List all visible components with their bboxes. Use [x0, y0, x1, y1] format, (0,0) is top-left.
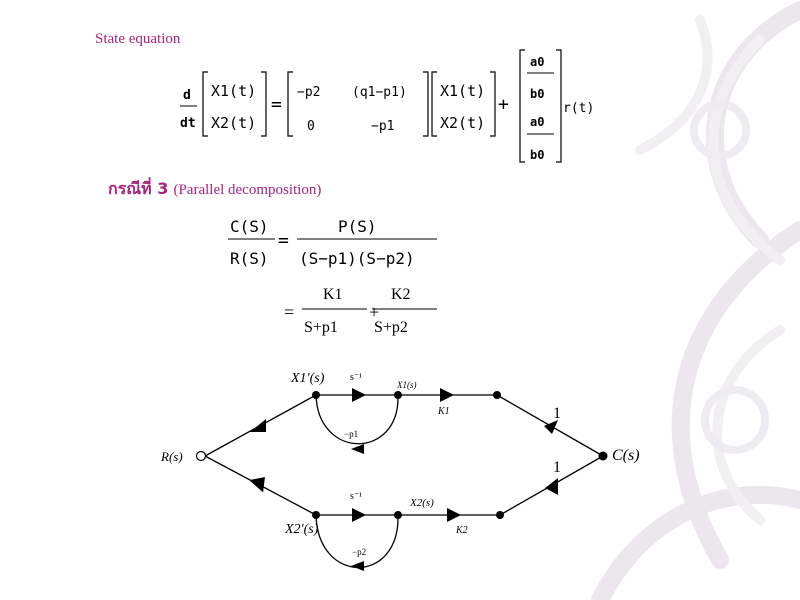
matrix-a12: (q1−p1) [352, 85, 407, 100]
input-node [195, 450, 207, 462]
node-lower-gain-out [496, 511, 504, 519]
arrow-lower-integrator [352, 508, 366, 522]
lower-feedback-loop [315, 514, 399, 568]
arrow-upper-integrator [352, 388, 366, 402]
node-x2-derivative [312, 511, 320, 519]
case-3-subtitle: (Parallel decomposition) [173, 182, 322, 198]
tf-lhs-denominator: R(S) [230, 249, 269, 268]
node-x2 [394, 511, 402, 519]
matrix-a11: −p2 [297, 85, 320, 100]
node-upper-gain-out [493, 391, 501, 399]
matrix-a21: 0 [307, 119, 315, 134]
case-3-thai-label: กรณีที่ 3 [108, 179, 169, 198]
matrix-a-left-bracket [287, 71, 293, 137]
state-equation-title: State equation [95, 31, 181, 47]
arrow-lower-feedback [351, 561, 364, 571]
label-upper-integrator: s⁻¹ [350, 372, 362, 383]
matrix-b4: b0 [530, 148, 544, 162]
matrix-b3: a0 [530, 115, 544, 129]
node-x1-derivative [312, 391, 320, 399]
tf-k2-denominator: S+p2 [374, 319, 408, 336]
label-lower-state: X2(s) [409, 497, 434, 509]
output-node [598, 451, 608, 461]
state-vector2-left-bracket [431, 71, 437, 137]
label-upper-feedback: −p1 [344, 429, 358, 439]
matrix-b-right-bracket [556, 49, 562, 163]
matrix-a-right-bracket [423, 71, 429, 137]
state-x2: X2(t) [211, 114, 256, 132]
arrow-upper-feedback [351, 444, 364, 454]
label-lower-integrator: s⁻¹ [350, 491, 362, 502]
label-upper-output-gain: 1 [553, 405, 561, 422]
input-r-t: r(t) [563, 101, 594, 116]
matrix-b2: b0 [530, 87, 544, 101]
upper-feedback-loop [315, 394, 399, 445]
tf-plus: + [369, 302, 379, 322]
tf-rhs-numerator: P(S) [338, 217, 377, 236]
label-lower-output-gain: 1 [553, 459, 561, 476]
derivative-d: d [183, 88, 191, 103]
case-3-heading: กรณีที่ 3 (Parallel decomposition) [108, 177, 321, 202]
tf-lhs-numerator: C(S) [230, 217, 269, 236]
label-upper-state-derivative: X1′(s) [290, 371, 325, 386]
matrix-b-left-bracket [519, 49, 525, 163]
matrix-b1: a0 [530, 55, 544, 69]
arrow-lower-output [545, 478, 558, 495]
state-vector-left-bracket [202, 71, 208, 137]
arrow-input-upper [250, 419, 266, 432]
arrow-upper-output [544, 420, 558, 434]
equals-sign: = [271, 94, 282, 115]
label-input-node: R(s) [160, 449, 183, 464]
label-lower-state-derivative: X2′(s) [284, 522, 319, 537]
arrow-lower-gain [447, 508, 461, 522]
label-lower-gain: K2 [455, 525, 468, 536]
tf-equals-1: = [278, 230, 289, 251]
node-x1 [394, 391, 402, 399]
label-output-node: C(s) [612, 447, 640, 464]
state-vector2-right-bracket [490, 71, 496, 137]
tf-rhs-denominator: (S−p1)(S−p2) [299, 249, 415, 268]
state-vector-right-bracket [261, 71, 267, 137]
state2-x2: X2(t) [440, 114, 485, 132]
state-x1: X1(t) [211, 82, 256, 100]
tf-k2: K2 [391, 286, 411, 303]
arrow-input-lower [249, 476, 265, 493]
label-lower-feedback: −p2 [352, 547, 366, 557]
label-upper-gain: K1 [437, 406, 450, 417]
tf-k1: K1 [323, 286, 343, 303]
state2-x1: X1(t) [440, 82, 485, 100]
matrix-a22: −p1 [371, 119, 394, 134]
tf-k1-denominator: S+p1 [304, 319, 338, 336]
plus-sign: + [498, 94, 509, 115]
arrow-upper-gain [440, 388, 454, 402]
derivative-dt: dt [180, 116, 196, 131]
label-upper-state: X1(s) [396, 380, 417, 390]
tf-equals-2: = [284, 302, 294, 322]
